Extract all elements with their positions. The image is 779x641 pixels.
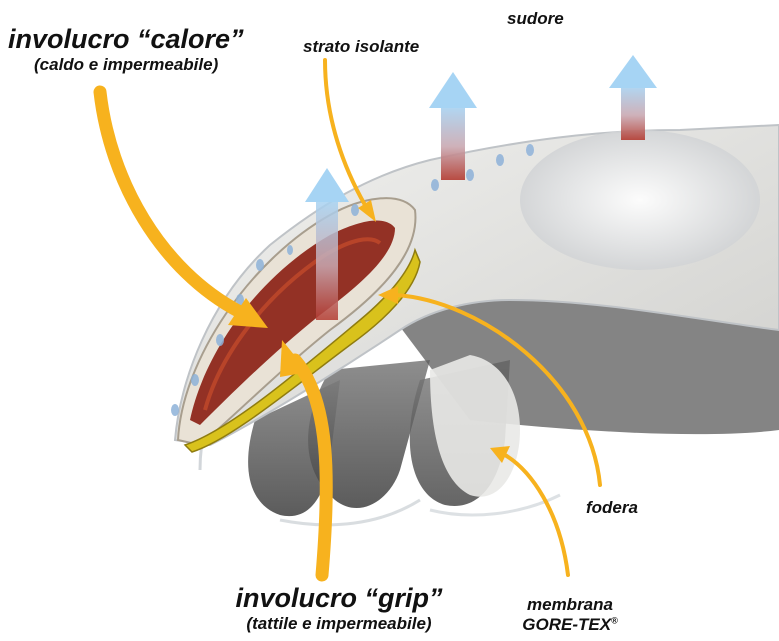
- label-involucro-calore-title: involucro “calore”: [8, 24, 278, 55]
- label-membrana: membrana: [505, 595, 635, 615]
- label-involucro-calore-sub: (caldo e impermeabile): [34, 55, 278, 75]
- label-involucro-grip-title: involucro “grip”: [204, 583, 474, 614]
- label-fodera: fodera: [586, 498, 638, 518]
- label-strato-isolante: strato isolante: [303, 37, 419, 57]
- label-membrana-gore-tex: membrana GORE-TEX®: [505, 595, 635, 634]
- label-involucro-calore: involucro “calore” (caldo e impermeabile…: [8, 24, 278, 75]
- registered-mark: ®: [611, 615, 618, 625]
- arrow-membrana: [505, 455, 568, 575]
- label-involucro-grip-sub: (tattile e impermeabile): [204, 614, 474, 634]
- arrow-calore: [100, 92, 240, 312]
- label-gore-tex-text: GORE-TEX: [522, 615, 611, 634]
- fleece-lining: [520, 130, 760, 270]
- label-gore-tex: GORE-TEX®: [505, 615, 635, 635]
- sweat-arrow-3: [609, 55, 657, 140]
- label-involucro-grip: involucro “grip” (tattile e impermeabile…: [204, 583, 474, 634]
- label-sudore: sudore: [507, 9, 564, 29]
